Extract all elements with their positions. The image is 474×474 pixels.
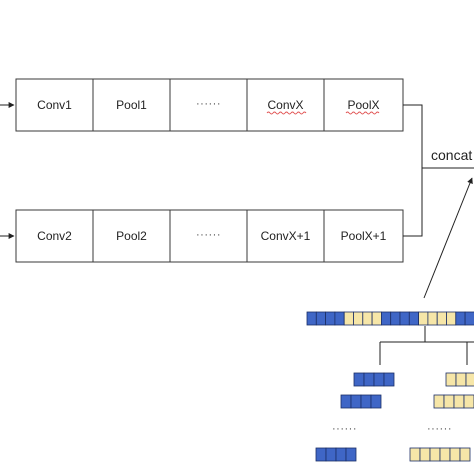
feature-vector bbox=[306, 311, 474, 326]
concat-bracket bbox=[403, 104, 423, 237]
feature-cell-yellow bbox=[436, 311, 447, 326]
small-vector-right-3 bbox=[409, 447, 471, 462]
row2-label-2: Pool2 bbox=[116, 229, 147, 243]
concat-label: concat bbox=[431, 147, 472, 163]
row2-cell-4 bbox=[246, 209, 325, 263]
feature-cell-blue bbox=[325, 311, 336, 326]
feature-cell-yellow bbox=[427, 311, 438, 326]
feature-cell-blue bbox=[315, 311, 326, 326]
spellcheck-underline-poolx bbox=[345, 111, 380, 115]
feature-cell-blue bbox=[408, 311, 419, 326]
feature-to-concat-arrow bbox=[423, 177, 473, 299]
row1-label-1: Conv1 bbox=[37, 98, 72, 112]
row1-cell-1 bbox=[15, 78, 94, 132]
ellipsis-left: ······ bbox=[332, 423, 357, 435]
row1-label-2: Pool1 bbox=[116, 98, 147, 112]
feature-cell-yellow bbox=[418, 311, 429, 326]
feature-cell-blue bbox=[464, 311, 474, 326]
row2-label-5: PoolX+1 bbox=[341, 229, 387, 243]
row1-cell-4 bbox=[246, 78, 325, 132]
tree-branch bbox=[379, 326, 474, 365]
feature-cell-blue bbox=[380, 311, 392, 326]
row1-label-3: ······ bbox=[196, 98, 221, 110]
feature-cell-blue bbox=[455, 311, 466, 326]
feature-cell-blue bbox=[306, 311, 317, 326]
conv-pool-row-2: Conv2 Pool2 ······ ConvX+1 PoolX+1 bbox=[15, 209, 404, 263]
small-vector-left-1 bbox=[353, 372, 395, 387]
feature-cell-blue bbox=[390, 311, 401, 326]
row1-label-5: PoolX bbox=[347, 98, 379, 112]
small-vector-right-2 bbox=[433, 394, 474, 409]
spellcheck-underline-convx bbox=[266, 111, 307, 115]
feature-cell-yellow bbox=[343, 311, 354, 326]
small-vector-right-1 bbox=[445, 372, 474, 387]
row1-cell-2 bbox=[92, 78, 171, 132]
feature-cell-blue bbox=[399, 311, 410, 326]
row2-cell-5 bbox=[323, 209, 404, 263]
feature-cell-yellow bbox=[371, 311, 382, 326]
ellipsis-right: ······ bbox=[427, 423, 452, 435]
feature-cell-blue bbox=[334, 311, 345, 326]
row1-label-4: ConvX bbox=[267, 98, 303, 112]
row2-cell-1 bbox=[15, 209, 94, 263]
conv-pool-row-1: Conv1 Pool1 ······ ConvX PoolX bbox=[15, 78, 404, 132]
feature-cell-yellow bbox=[446, 311, 457, 326]
feature-cell-yellow bbox=[353, 311, 364, 326]
row2-label-3: ······ bbox=[196, 229, 221, 241]
row2-label-4: ConvX+1 bbox=[261, 229, 311, 243]
feature-cell-yellow bbox=[362, 311, 373, 326]
row2-label-1: Conv2 bbox=[37, 229, 72, 243]
small-vector-left-3 bbox=[315, 447, 357, 462]
row1-cell-3 bbox=[169, 78, 248, 132]
small-vector-left-2 bbox=[340, 394, 382, 409]
